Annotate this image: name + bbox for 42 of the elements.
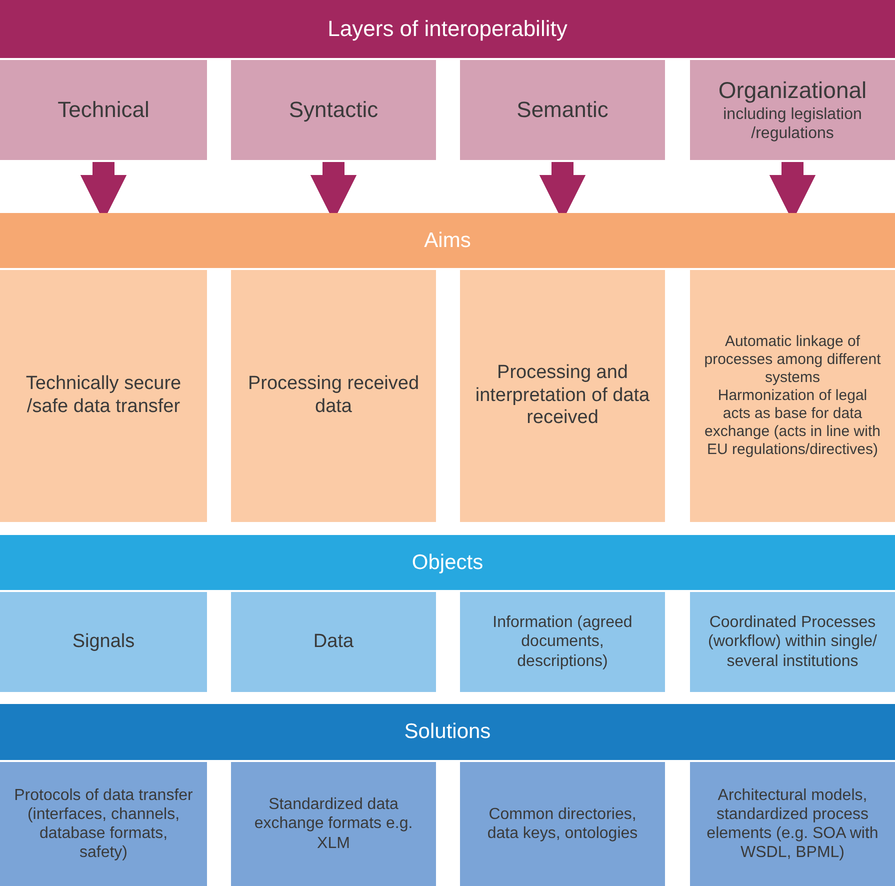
solution-box [231, 762, 436, 886]
aim-box [231, 270, 436, 522]
box-text: Syntactic [288, 96, 378, 124]
band-title: Layers of interoperability [328, 16, 568, 42]
header-band [0, 0, 895, 58]
box-text: Standardized data exchange formats e.g. XLM [253, 795, 414, 853]
box-text: Processing and interpretation of data received [474, 362, 651, 430]
box-text: Signals [72, 630, 135, 654]
header-band [0, 535, 895, 590]
aim-box [690, 270, 895, 522]
box-text: Protocols of data transfer (interfaces, channels, database formats, safety) [14, 786, 193, 862]
header-band [0, 213, 895, 268]
band-title: Objects [412, 550, 484, 576]
box-text: Technically secure /safe data transfer [24, 373, 182, 419]
box-text: Automatic linkage of processes among different systems [704, 333, 881, 387]
band-title: Aims [424, 228, 471, 254]
box-text: Semantic [516, 96, 608, 124]
box-text: Architectural models, standardized process elements (e.g. SOA with WSDL, BPML) [706, 786, 880, 862]
box-text: Coordinated Processes (workflow) within single/ several institutions [707, 613, 878, 671]
aim-box [0, 270, 207, 522]
layer-box [690, 60, 895, 160]
solution-box [460, 762, 665, 886]
band-title: Solutions [404, 719, 491, 745]
box-text: Common directories, data keys, ontologies [486, 804, 639, 844]
solution-box [690, 762, 895, 886]
object-box [460, 592, 665, 692]
aim-box [460, 270, 665, 522]
box-text: Data [313, 630, 354, 654]
box-text: Technical [58, 96, 150, 124]
header-band [0, 704, 895, 760]
box-text: Processing received data [246, 373, 420, 419]
object-box [0, 592, 207, 692]
solution-box [0, 762, 207, 886]
box-text: Organizational [718, 77, 867, 105]
box-subtext: including legislation /regulations [722, 104, 863, 143]
object-box [690, 592, 895, 692]
object-box [231, 592, 436, 692]
layer-box [0, 60, 207, 160]
box-text: Information (agreed documents, descriptions) [492, 613, 634, 671]
box-subtext: Harmonization of legal acts as base for data exchange (acts in line with EU regulations/directives) [704, 387, 881, 459]
layer-box [460, 60, 665, 160]
layer-box [231, 60, 436, 160]
